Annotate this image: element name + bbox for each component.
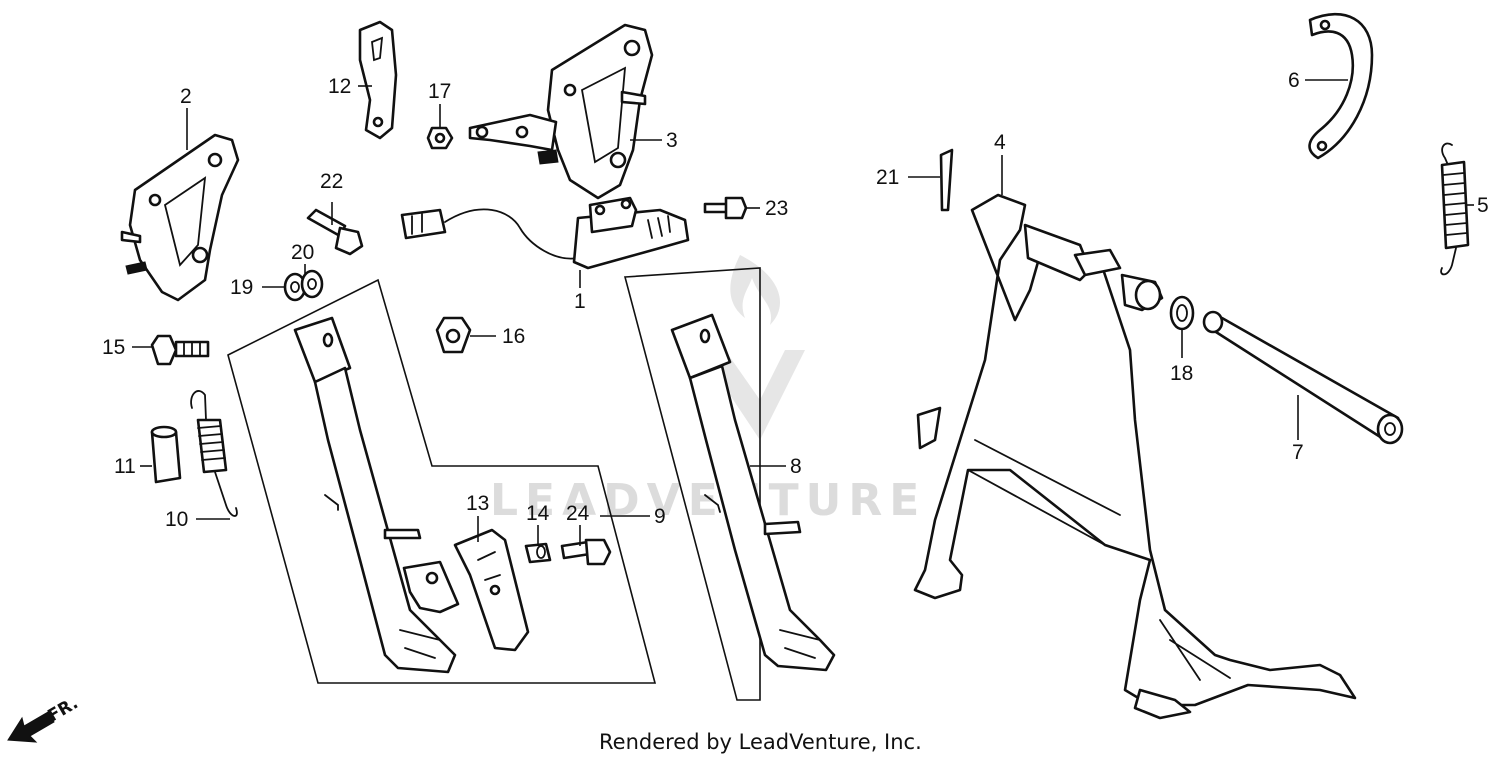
left-bracket-plate [120, 133, 240, 302]
callout-17: 17 [428, 80, 451, 103]
callout-9: 9 [654, 505, 666, 528]
callout-11: 11 [114, 455, 136, 478]
callout-15: 15 [102, 336, 125, 359]
nut-17 [426, 126, 454, 150]
spring-10 [190, 390, 238, 517]
callout-22: 22 [320, 170, 343, 193]
callout-3: 3 [666, 129, 678, 152]
callout-18: 18 [1170, 362, 1193, 385]
collar-11 [150, 425, 182, 484]
small-plate-12 [358, 20, 398, 140]
sidestand-switch [400, 196, 690, 270]
bolt-22 [306, 208, 364, 256]
footer-credit: Rendered by LeadVenture, Inc. [599, 730, 922, 754]
sidestand-assembly-box [227, 278, 657, 684]
callout-24: 24 [566, 502, 590, 525]
sidestand-pin [383, 528, 422, 540]
right-bracket-plate [468, 23, 654, 200]
front-direction-arrow-icon: FR. [7, 693, 82, 743]
callout-21: 21 [876, 166, 899, 189]
callout-19: 19 [230, 276, 253, 299]
cotter-pin-21 [939, 148, 954, 212]
shaft-7 [1202, 310, 1404, 445]
washer-20 [300, 269, 324, 299]
bolt-23 [703, 196, 748, 220]
callout-23: 23 [765, 197, 788, 220]
sidestand-8 [670, 313, 836, 672]
watermark-text: LEADVENTURE [490, 475, 926, 526]
callout-12: 12 [328, 75, 351, 98]
bracket-6 [1308, 12, 1374, 160]
callout-6: 6 [1288, 69, 1300, 92]
callout-4: 4 [994, 131, 1006, 154]
callout-20: 20 [291, 241, 314, 264]
callout-14: 14 [526, 502, 550, 525]
callout-5: 5 [1477, 194, 1489, 217]
callout-7: 7 [1292, 441, 1304, 464]
leadventure-watermark: LEADVENTURE [490, 255, 926, 526]
callout-1: 1 [574, 290, 586, 313]
callout-2: 2 [180, 85, 192, 108]
rubber-pad-13 [453, 528, 530, 652]
callout-16: 16 [502, 325, 525, 348]
callout-13: 13 [466, 492, 489, 515]
sidestand-9 [293, 316, 457, 674]
spring-5 [1440, 142, 1470, 276]
bolt-24 [560, 538, 612, 566]
collar-14 [524, 542, 552, 564]
callout-10: 10 [165, 508, 188, 531]
nut-16 [435, 316, 472, 354]
callout-8: 8 [790, 455, 802, 478]
centerstand-4 [913, 193, 1357, 720]
washer-18 [1169, 295, 1195, 331]
callout-numbers: 1 2 3 4 5 6 7 8 9 10 11 12 13 14 15 16 1… [102, 69, 1489, 531]
sidestand-switch-cam [402, 560, 460, 614]
callout-lines [132, 79, 1474, 546]
pivot-bolt-15 [150, 334, 210, 366]
